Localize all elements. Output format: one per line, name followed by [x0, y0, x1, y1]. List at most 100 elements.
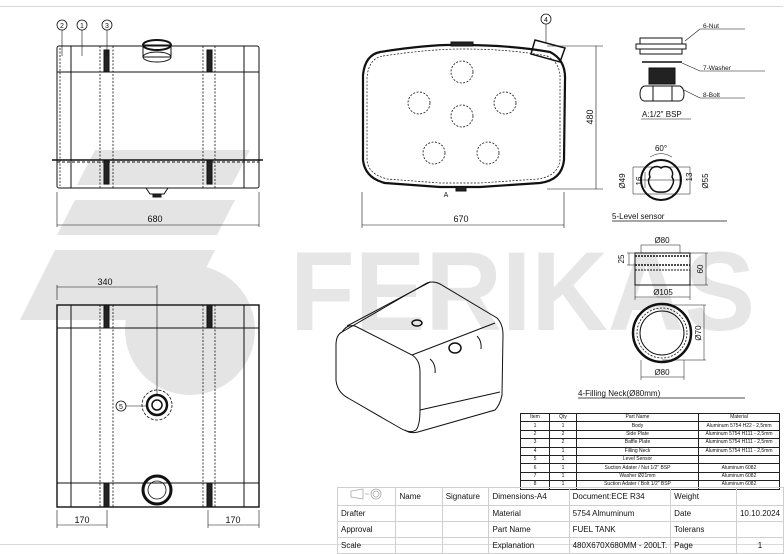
bom-qty: 2 [549, 429, 577, 440]
document-label: Document:ECE R34 [568, 487, 672, 506]
title-block-header-row: Name Signature Dimensions-A4 Document:EC… [336, 487, 784, 506]
projection-symbol-cell [336, 487, 397, 506]
dimensions-label: Dimensions-A4 [488, 487, 570, 506]
bom-qty: 1 [549, 421, 577, 431]
angle-60: 60° [655, 144, 667, 153]
bom-item: 7 [520, 471, 550, 482]
filling-neck-caption: 4-Filling Neck(Ø80mm) [578, 389, 661, 398]
part-name-label: Part Name [488, 521, 570, 538]
bom-qty: 1 [549, 463, 577, 473]
balloon-1: 1 [80, 23, 84, 30]
bom-material: Aluminum 5754 H111 - 2,5mm [698, 429, 780, 440]
bom-part-name: Side Plate [576, 429, 699, 440]
front-width-dim: 680 [147, 214, 162, 224]
bom-material: Aluminum 6082 [698, 463, 780, 473]
material-label: Material [488, 505, 570, 522]
watermark-text: FERIKAS [290, 229, 755, 354]
label-6-nut: 6-Nut [703, 23, 719, 30]
bom-header-part-name: Part Name [576, 412, 699, 423]
part-name-value: FUEL TANK [568, 521, 672, 538]
side-height-dim: 480 [585, 109, 595, 124]
title-block: Name Signature Dimensions-A4 Document:EC… [336, 487, 784, 554]
bom-part-name: Body [576, 421, 699, 431]
bom-part-name: Filling Neck [576, 446, 699, 456]
dim-o70: Ø70 [694, 325, 703, 341]
scale-label: Scale [336, 537, 397, 554]
balloon-5: 5 [119, 404, 123, 411]
label-7-washer: 7-Washer [703, 65, 732, 72]
title-block-row: Approval Part Name FUEL TANK Tolerans [336, 521, 784, 538]
dim-o105: Ø105 [653, 288, 673, 297]
bom-material: Aluminum 5754 H22 - 2,5mm [698, 421, 780, 431]
bom-item: 4 [520, 446, 550, 456]
dim-16: 16 [635, 176, 644, 185]
side-width-dim: 670 [453, 214, 468, 224]
bom-item: 1 [520, 421, 550, 431]
bom-qty: 1 [549, 446, 577, 456]
date-label: Date [670, 505, 737, 522]
dim-13: 13 [685, 172, 694, 181]
approval-label: Approval [336, 521, 397, 538]
level-sensor-caption: 5-Level sensor [612, 212, 665, 221]
bom-qty: 2 [549, 438, 577, 448]
bom-material: Aluminum 5754 H111 - 2,5mm [698, 438, 780, 448]
top-right-dim: 170 [225, 515, 240, 525]
title-block-row: Drafter Material 5754 Almuminum Date 10.… [336, 505, 784, 522]
bom-header-material: Material [698, 412, 780, 423]
weight-label: Weight [670, 487, 737, 506]
material-value: 5754 Almuminum [568, 505, 672, 522]
balloon-2: 2 [60, 23, 64, 30]
explanation-label: Explanation [488, 537, 570, 554]
name-header: Name [395, 487, 443, 506]
top-left-dim: 170 [74, 515, 89, 525]
bom-qty: 1 [549, 471, 577, 482]
bom-qty: 1 [549, 454, 577, 465]
tolerans-label: Tolerans [670, 521, 737, 538]
dim-60: 60 [696, 264, 705, 273]
section-mark-a: A [444, 192, 449, 199]
dim-o55: Ø55 [701, 173, 710, 189]
bom-part-name: Suction Adater / Nut 1/2" BSP [576, 463, 699, 473]
drafter-label: Drafter [336, 505, 397, 522]
dim-o80-bottom: Ø80 [654, 368, 670, 377]
label-8-bolt: 8-Bolt [703, 92, 720, 99]
explanation-value: 480X670X680MM - 200LT. [568, 537, 672, 554]
page-label: Page [670, 537, 737, 554]
bom-header-qty: Qty [549, 412, 577, 423]
bom-part-name: Level Sensor [576, 454, 699, 465]
page-value: 1 [735, 537, 784, 554]
balloon-3: 3 [105, 23, 109, 30]
top-center-dim: 340 [97, 277, 112, 287]
bom-part-name: Washer Ø21mm [576, 471, 699, 482]
bom-material: Aluminum 5754 H111 - 2,5mm [698, 446, 780, 456]
bom-part-name: Baffle Plate [576, 438, 699, 448]
suction-caption: A:1/2" BSP [642, 110, 682, 119]
dim-25: 25 [617, 254, 626, 263]
dim-o80-top: Ø80 [654, 236, 670, 245]
bom-item: 2 [520, 429, 550, 440]
bom-header-row: Item Qty Part Name Material [520, 412, 780, 423]
weight-value [735, 487, 784, 506]
date-value: 10.10.2024 [735, 505, 784, 522]
bom-material: Aluminum 6082 [698, 471, 780, 482]
bom-item: 3 [520, 438, 550, 448]
bom-material [698, 454, 780, 465]
first-angle-projection-icon [350, 488, 382, 500]
dim-o49: Ø49 [618, 173, 627, 189]
